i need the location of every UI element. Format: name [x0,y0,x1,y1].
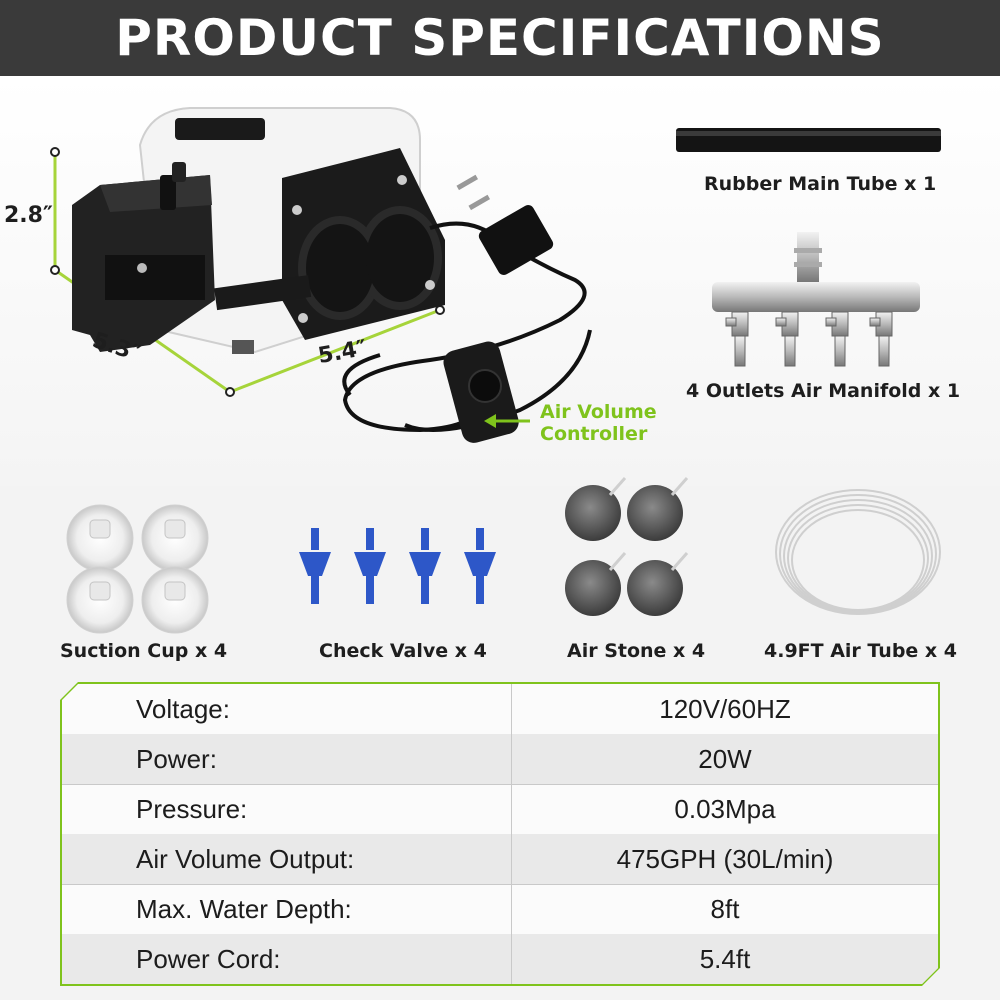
spec-value: 475GPH (30L/min) [616,843,834,874]
spec-label: Power Cord: [62,934,512,984]
air-volume-controller-image [443,341,519,443]
spec-value: 120V/60HZ [659,693,791,724]
spec-label: Voltage: [62,684,512,734]
accessory-label-suction-cup: Suction Cup x 4 [60,640,228,662]
air-stones-image [565,477,689,616]
accessory-label-air-tube: 4.9FT Air Tube x 4 [764,640,958,662]
specifications-table: Voltage: 120V/60HZ Power: 20W Pressure: … [60,682,940,986]
spec-label: Power: [62,734,512,784]
page-title: PRODUCT SPECIFICATIONS [115,9,885,67]
power-plug-image [456,174,554,275]
spec-value: 8ft [710,893,740,924]
suction-cups-image [66,504,209,634]
table-body: Voltage: 120V/60HZ Power: 20W Pressure: … [62,684,938,984]
table-row: Power: 20W [62,734,938,785]
spec-value: 5.4ft [699,943,751,974]
accessory-label-check-valve: Check Valve x 4 [319,640,487,662]
check-valves-image [299,528,496,604]
callout-line-1: Air Volume [540,401,657,423]
accessory-label-air-stone: Air Stone x 4 [567,640,706,662]
spec-label: Pressure: [62,784,512,834]
spec-value: 0.03Mpa [674,793,776,824]
spec-value: 20W [698,743,752,774]
air-tube-coil-image [775,489,941,615]
table-row: Max. Water Depth: 8ft [62,884,938,935]
air-manifold-image [712,232,920,367]
callout-arrow [484,414,530,428]
product-illustrations [50,107,941,634]
dimension-height-label: 2.8″ [4,203,53,228]
air-pump-image [72,107,445,354]
callout-line-2: Controller [540,423,648,445]
accessory-label-manifold: 4 Outlets Air Manifold x 1 [686,380,961,402]
table-row: Power Cord: 5.4ft [62,934,938,984]
air-volume-controller-callout: Air Volume Controller [540,401,657,445]
spec-label: Max. Water Depth: [62,884,512,934]
table-row: Voltage: 120V/60HZ [62,684,938,735]
header-bar: PRODUCT SPECIFICATIONS [0,0,1000,76]
spec-label: Air Volume Output: [62,834,512,884]
accessory-label-rubber-tube: Rubber Main Tube x 1 [704,173,937,195]
table-row: Pressure: 0.03Mpa [62,784,938,835]
table-row: Air Volume Output: 475GPH (30L/min) [62,834,938,885]
rubber-main-tube-image [676,128,941,152]
